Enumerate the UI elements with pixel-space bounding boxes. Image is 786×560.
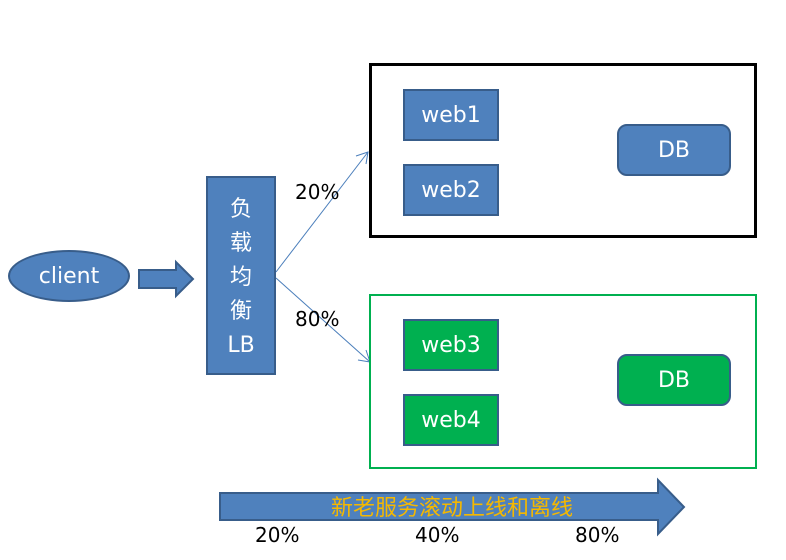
lb-to-lower-connector (275, 277, 371, 363)
rollout-tick-80: 80% (575, 523, 620, 547)
upper-server-group (369, 63, 757, 238)
client-node: client (8, 250, 130, 302)
server-web3-label: web3 (421, 332, 481, 358)
load-balancer-node: 负 载 均 衡 LB (206, 176, 276, 375)
rollout-tick-20: 20% (255, 523, 300, 547)
client-to-lb-arrow (138, 259, 195, 299)
upper-traffic-percent: 20% (295, 180, 340, 204)
server-web3: web3 (403, 319, 499, 371)
server-web1: web1 (403, 89, 499, 141)
rollout-tick-40: 40% (415, 523, 460, 547)
lower-db-label: DB (657, 367, 691, 393)
lb-to-upper-arrowhead (355, 151, 369, 165)
lb-char-1: 负 (229, 196, 252, 222)
server-web1-label: web1 (421, 102, 481, 128)
lb-char-4: 衡 (229, 298, 252, 324)
server-web2-label: web2 (421, 177, 481, 203)
server-web4: web4 (403, 394, 499, 446)
server-web2: web2 (403, 164, 499, 216)
rollout-banner-arrow (219, 477, 686, 537)
lower-traffic-percent: 80% (295, 307, 340, 331)
lb-char-5: LB (227, 332, 255, 358)
upper-db: DB (617, 124, 731, 176)
upper-db-label: DB (657, 137, 691, 163)
lower-server-group (369, 294, 757, 469)
lb-to-upper-connector (275, 151, 369, 273)
rollout-banner-text: 新老服务滚动上线和离线 (330, 496, 573, 521)
lb-char-3: 均 (229, 264, 252, 290)
lb-char-2: 载 (229, 230, 252, 256)
lower-db: DB (617, 354, 731, 406)
server-web4-label: web4 (421, 407, 481, 433)
client-label: client (38, 263, 100, 289)
